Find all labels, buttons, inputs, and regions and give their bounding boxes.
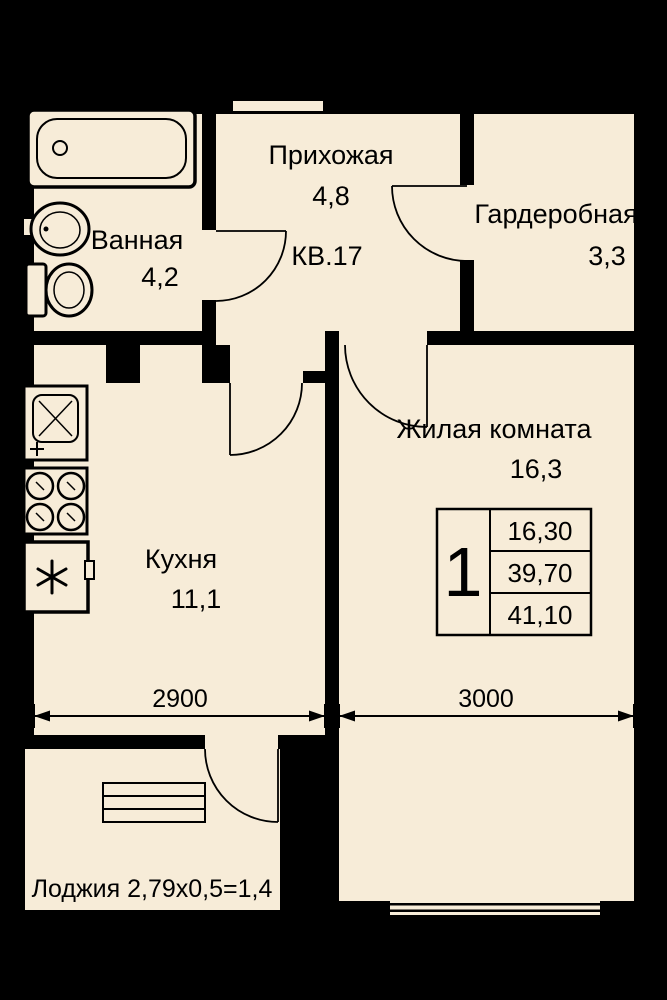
burner [56,471,86,501]
toilet-bowl [44,262,94,318]
kitchen-label: Кухня [145,544,217,574]
bathtub-drain [52,140,68,156]
fridge-icon [22,540,95,614]
living-label: Жилая комната [396,414,592,444]
dim-arrow [339,710,355,722]
toilet-seat [53,271,85,309]
sink-drain [43,226,49,232]
hob-body [22,466,89,536]
burner [56,502,86,532]
room-labels: Прихожая 4,8 КВ.17 Гардеробная 3,3 Ванна… [32,140,638,903]
hob-icon [22,466,89,536]
burner [25,471,55,501]
wall-wardrobe-left-upper [460,100,474,185]
sink-basin [39,211,81,249]
wall-living-top [427,331,648,345]
dim-arrow [34,710,50,722]
wardrobe-door-arc [391,185,468,262]
total-area-value: 41,10 [507,600,572,630]
burner-mark [35,512,45,522]
wall-niche [231,99,325,113]
loggia-window-icon [102,782,206,823]
bathroom-door-arc [215,230,287,302]
sink-icon [22,201,91,257]
wall-kitchen-living [325,331,339,915]
bathtub-outer [26,108,197,189]
area-summary-table: 1 16,30 39,70 41,10 [435,507,593,637]
wall-loggia-bottom [20,910,285,915]
wardrobe-label: Гардеробная [474,199,637,229]
living-door-arc [344,344,428,428]
burner [25,502,55,532]
sink-hatch [38,400,73,437]
dim-label-living: 3000 [458,685,514,713]
sill-bar [102,808,206,823]
bathroom-label: Ванная [91,225,183,255]
wall-wardrobe-left-lower [460,260,474,345]
wall-living-bottom-left [325,901,390,915]
dimension-kitchen-width: 2900 [33,685,326,728]
wall-kitchen-door-jamb-right [303,371,325,383]
wall-bathroom-right-upper [202,100,216,230]
loggia-door-arc [204,748,279,823]
sill-bar [102,795,206,810]
dimension-living-width: 3000 [338,685,635,728]
fridge-handle [84,560,95,580]
burner-mark [66,481,76,491]
wall-loggia-top-left [20,735,205,749]
bathroom-area: 4,2 [141,262,179,292]
bathtub-icon [26,108,197,189]
wall-shaft-block [106,331,140,383]
doors [204,185,468,823]
kitchen-door-arc [229,382,303,456]
dim-arrow [618,710,634,722]
sink-unit-basin [32,394,79,443]
living-area-value: 16,30 [507,516,572,546]
toilet-icon [24,262,94,318]
unit-number: КВ.17 [291,241,362,271]
wall-corridor-jamb-left [202,345,230,383]
wall-right [634,100,648,915]
living-window [390,901,600,915]
fridge-body [22,540,90,614]
dim-arrow [309,710,325,722]
loggia-label: Лоджия 2,79х0,5=1,4 [32,875,273,903]
table-border [435,507,593,637]
kitchen-sink-icon [22,384,89,462]
window-line [390,909,600,912]
window-line [390,903,600,906]
dim-label-kitchen: 2900 [152,685,208,713]
sill-bar [102,782,206,797]
hallway-label: Прихожая [268,140,393,170]
bathtub-inner [36,118,187,179]
toilet-tank [24,262,48,318]
kitchen-area: 11,1 [171,584,222,614]
living-area: 16,3 [510,454,563,484]
wall-loggia-left [20,749,25,915]
burner-mark [66,512,76,522]
area-without-loggia-value: 39,70 [507,558,572,588]
burner-mark [35,481,45,491]
rooms-count: 1 [444,533,483,611]
wall-loggia-top-right [278,735,339,749]
wardrobe-area: 3,3 [588,241,626,271]
wall-living-bottom-right [600,901,648,915]
snowflake-icon [36,559,68,595]
hallway-area: 4,8 [312,181,350,211]
